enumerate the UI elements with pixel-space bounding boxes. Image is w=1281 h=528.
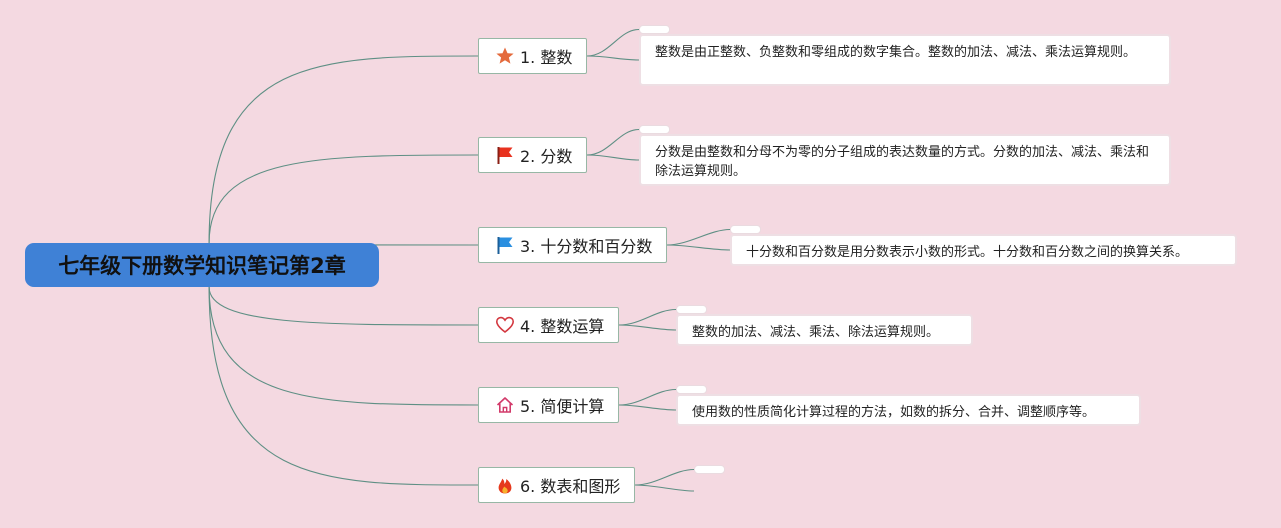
note-integers: 整数是由正整数、负整数和零组成的数字集合。整数的加法、减法、乘法运算规则。 bbox=[639, 34, 1171, 86]
topic-to-note-line bbox=[586, 55, 640, 61]
topic-to-tab-line bbox=[666, 228, 731, 246]
home-icon bbox=[495, 395, 515, 415]
flame-icon bbox=[495, 475, 515, 495]
note-tab bbox=[676, 305, 707, 314]
topic-label: 3. 十分数和百分数 bbox=[520, 237, 653, 256]
topic-to-note-line bbox=[618, 404, 677, 411]
star-icon bbox=[495, 46, 515, 66]
note-tab bbox=[676, 385, 707, 394]
topic-integers[interactable]: 1. 整数 bbox=[478, 38, 588, 74]
topic-to-note-line bbox=[618, 324, 677, 331]
topic-label: 1. 整数 bbox=[520, 48, 573, 67]
topic-to-tab-line bbox=[618, 388, 677, 406]
note-simple-calculation: 使用数的性质简化计算过程的方法，如数的拆分、合并、调整顺序等。 bbox=[676, 394, 1141, 426]
note-text: 整数是由正整数、负整数和零组成的数字集合。整数的加法、减法、乘法运算规则。 bbox=[655, 45, 1137, 60]
topic-to-tab-line bbox=[586, 128, 640, 156]
topic-to-tab-line bbox=[586, 28, 640, 57]
topic-label: 2. 分数 bbox=[520, 147, 573, 166]
note-text: 十分数和百分数是用分数表示小数的形式。十分数和百分数之间的换算关系。 bbox=[746, 245, 1189, 260]
note-tab bbox=[730, 225, 761, 234]
note-tab bbox=[639, 25, 670, 34]
topic-to-note-line bbox=[666, 244, 731, 251]
root-topic-label: 七年级下册数学知识笔记第2章 bbox=[58, 254, 346, 278]
topic-to-note-line bbox=[586, 154, 640, 161]
topic-to-note-line bbox=[634, 484, 695, 492]
note-integer-operations: 整数的加法、减法、乘法、除法运算规则。 bbox=[676, 314, 973, 346]
note-tab bbox=[639, 125, 670, 134]
note-text: 整数的加法、减法、乘法、除法运算规则。 bbox=[692, 325, 940, 340]
topic-simple-calculation[interactable]: 5. 简便计算 bbox=[478, 387, 620, 423]
red-flag-icon bbox=[495, 145, 515, 165]
topic-label: 5. 简便计算 bbox=[520, 397, 605, 416]
root-to-topic-line bbox=[208, 154, 479, 244]
topic-decimals-percent[interactable]: 3. 十分数和百分数 bbox=[478, 227, 668, 263]
root-to-topic-line bbox=[208, 55, 479, 244]
topic-to-tab-line bbox=[618, 308, 677, 326]
topic-fractions[interactable]: 2. 分数 bbox=[478, 137, 588, 173]
heart-icon bbox=[495, 315, 515, 335]
root-to-topic-line bbox=[208, 286, 479, 486]
topic-label: 4. 整数运算 bbox=[520, 317, 605, 336]
note-text: 使用数的性质简化计算过程的方法，如数的拆分、合并、调整顺序等。 bbox=[692, 405, 1096, 420]
root-to-topic-line bbox=[208, 286, 479, 326]
note-tab bbox=[694, 465, 725, 474]
topic-label: 6. 数表和图形 bbox=[520, 477, 621, 496]
root-topic[interactable]: 七年级下册数学知识笔记第2章 bbox=[25, 243, 379, 287]
topic-tables-figures[interactable]: 6. 数表和图形 bbox=[478, 467, 636, 503]
note-decimals-percent: 十分数和百分数是用分数表示小数的形式。十分数和百分数之间的换算关系。 bbox=[730, 234, 1237, 266]
note-fractions: 分数是由整数和分母不为零的分子组成的表达数量的方式。分数的加法、减法、乘法和除法… bbox=[639, 134, 1171, 186]
topic-integer-operations[interactable]: 4. 整数运算 bbox=[478, 307, 620, 343]
note-text: 分数是由整数和分母不为零的分子组成的表达数量的方式。分数的加法、减法、乘法和除法… bbox=[655, 145, 1150, 179]
root-to-topic-line bbox=[208, 286, 479, 406]
topic-to-tab-line bbox=[634, 468, 695, 486]
blue-flag-icon bbox=[495, 235, 515, 255]
